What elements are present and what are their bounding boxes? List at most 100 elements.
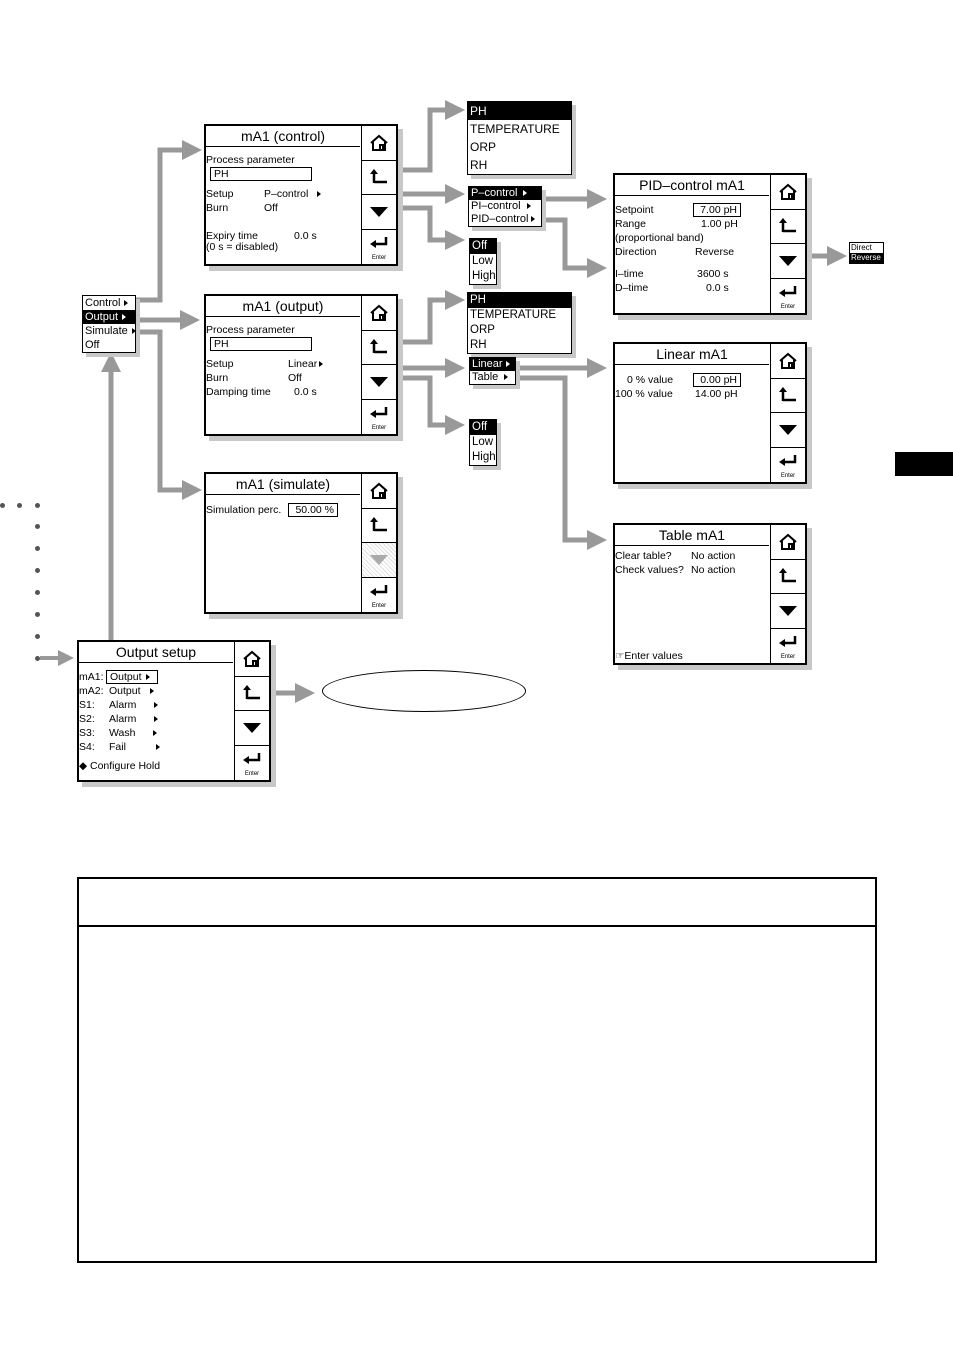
enter-values-link[interactable]: ☞Enter values	[615, 650, 683, 662]
home-button[interactable]	[235, 642, 269, 677]
home-icon	[370, 482, 388, 499]
menu-item-linear[interactable]: Linear	[470, 358, 515, 371]
clear-table-value[interactable]: No action	[691, 550, 736, 562]
menu-item-off[interactable]: Off	[470, 420, 496, 435]
menu-item-temperature[interactable]: TEMPERATURE	[470, 309, 557, 321]
arrow-to-simulate	[134, 329, 202, 500]
menu-item-orp[interactable]: ORP	[470, 140, 497, 154]
menu-item-ph[interactable]: PH	[468, 102, 571, 120]
home-button[interactable]	[771, 525, 805, 560]
menu-item-p-control[interactable]: P–control	[469, 187, 541, 200]
back-button[interactable]	[771, 209, 805, 244]
setup-value[interactable]: Linear	[288, 358, 324, 370]
menu-item-rh[interactable]: RH	[470, 339, 487, 351]
menu-item-reverse[interactable]: Reverse	[850, 253, 883, 263]
back-button[interactable]	[235, 676, 269, 711]
screen-title: mA1 (output)	[206, 296, 360, 317]
process-parameter-field[interactable]: PH	[210, 167, 312, 181]
back-button[interactable]	[362, 330, 396, 365]
arrow-out-param	[398, 290, 465, 345]
menu-item-pi-control[interactable]: PI–control	[469, 200, 541, 213]
menu-item-ph[interactable]: PH	[468, 293, 571, 308]
home-button[interactable]	[362, 296, 396, 331]
menu-item-off[interactable]: Off	[470, 239, 496, 254]
arrow-pidctrl-to-pid	[540, 217, 607, 278]
menu-item-orp[interactable]: ORP	[470, 324, 495, 336]
back-button[interactable]	[771, 378, 805, 413]
home-button[interactable]	[771, 344, 805, 379]
menu-item-table[interactable]: Table	[470, 371, 515, 384]
process-parameter-field[interactable]: PH	[210, 337, 312, 351]
hundred-percent-value[interactable]: 14.00 pH	[695, 388, 738, 400]
menu-item-pid-control[interactable]: PID–control	[469, 213, 541, 226]
row-S2-value[interactable]: Alarm	[109, 713, 159, 725]
check-values-value[interactable]: No action	[691, 564, 736, 576]
menu-item-direct[interactable]: Direct	[851, 243, 872, 252]
enter-icon	[779, 286, 797, 298]
screen-title: Linear mA1	[615, 344, 769, 365]
down-button[interactable]	[771, 244, 805, 279]
row-mA1-value[interactable]: Output	[106, 670, 158, 684]
mA1-control-screen: mA1 (control) Process parameter PH Setup…	[204, 124, 398, 266]
row-S4-value[interactable]: Fail	[109, 741, 160, 753]
key-column: Enter	[234, 642, 269, 780]
parameter-menu-output: PH TEMPERATURE ORP RH	[467, 292, 572, 354]
down-button[interactable]	[362, 195, 396, 230]
enter-icon	[370, 407, 388, 419]
down-button[interactable]	[771, 594, 805, 629]
menu-item-high[interactable]: High	[472, 451, 496, 463]
screen-title: mA1 (simulate)	[206, 474, 360, 495]
back-arrow-icon	[779, 218, 796, 233]
enter-button[interactable]: Enter	[771, 447, 805, 482]
damping-value[interactable]: 0.0 s	[294, 386, 317, 398]
burn-label: Burn	[206, 372, 229, 384]
direction-value[interactable]: Reverse	[695, 246, 735, 258]
row-mA2-value[interactable]: Output	[109, 685, 154, 697]
menu-item-rh[interactable]: RH	[470, 158, 488, 172]
down-button[interactable]	[771, 413, 805, 448]
enter-button[interactable]: Enter	[362, 229, 396, 264]
back-arrow-icon	[243, 685, 260, 700]
menu-item-low[interactable]: Low	[472, 255, 494, 267]
expiry-value[interactable]: 0.0 s	[294, 230, 317, 242]
enter-button[interactable]: Enter	[362, 399, 396, 434]
row-S3-value[interactable]: Wash	[109, 727, 158, 739]
itime-value[interactable]: 3600 s	[697, 268, 729, 280]
back-button[interactable]	[771, 559, 805, 594]
down-button[interactable]	[362, 365, 396, 400]
home-button[interactable]	[362, 474, 396, 509]
enter-icon	[370, 585, 388, 597]
range-value[interactable]: 1.00 pH	[701, 218, 738, 230]
simulation-field[interactable]: 50.00 %	[288, 503, 338, 517]
setpoint-field[interactable]: 7.00 pH	[693, 203, 741, 217]
setup-value[interactable]: P–control	[264, 188, 322, 200]
linear-mA1-screen: Linear mA1 0 % value 0.00 pH 100 % value…	[613, 342, 807, 484]
back-button[interactable]	[362, 508, 396, 543]
enter-button[interactable]: Enter	[235, 745, 269, 780]
row-S3-label: S3:	[79, 727, 95, 739]
menu-item-low[interactable]: Low	[472, 436, 494, 448]
pointing-hand-icon: ☞	[615, 650, 625, 662]
enter-button[interactable]: Enter	[771, 278, 805, 313]
menu-item-temperature[interactable]: TEMPERATURE	[470, 122, 560, 136]
burn-value[interactable]: Off	[264, 202, 278, 214]
enter-icon	[779, 455, 797, 467]
home-button[interactable]	[362, 126, 396, 161]
dtime-value[interactable]: 0.0 s	[706, 282, 729, 294]
menu-item-control[interactable]: Control	[83, 296, 135, 310]
menu-item-output[interactable]: Output	[83, 310, 135, 324]
down-button[interactable]	[235, 711, 269, 746]
row-S1-value[interactable]: Alarm	[109, 699, 159, 711]
zero-percent-field[interactable]: 0.00 pH	[693, 373, 741, 387]
menu-item-high[interactable]: High	[472, 270, 496, 282]
menu-item-simulate[interactable]: Simulate	[83, 324, 136, 338]
enter-icon	[370, 237, 388, 249]
menu-item-off[interactable]: Off	[85, 339, 100, 351]
configure-hold[interactable]: ◆ Configure Hold	[79, 760, 161, 772]
enter-button[interactable]: Enter	[771, 628, 805, 663]
home-button[interactable]	[771, 175, 805, 210]
row-mA1-label: mA1:	[79, 671, 104, 683]
burn-value[interactable]: Off	[288, 372, 302, 384]
back-button[interactable]	[362, 160, 396, 195]
enter-button[interactable]: Enter	[362, 577, 396, 612]
